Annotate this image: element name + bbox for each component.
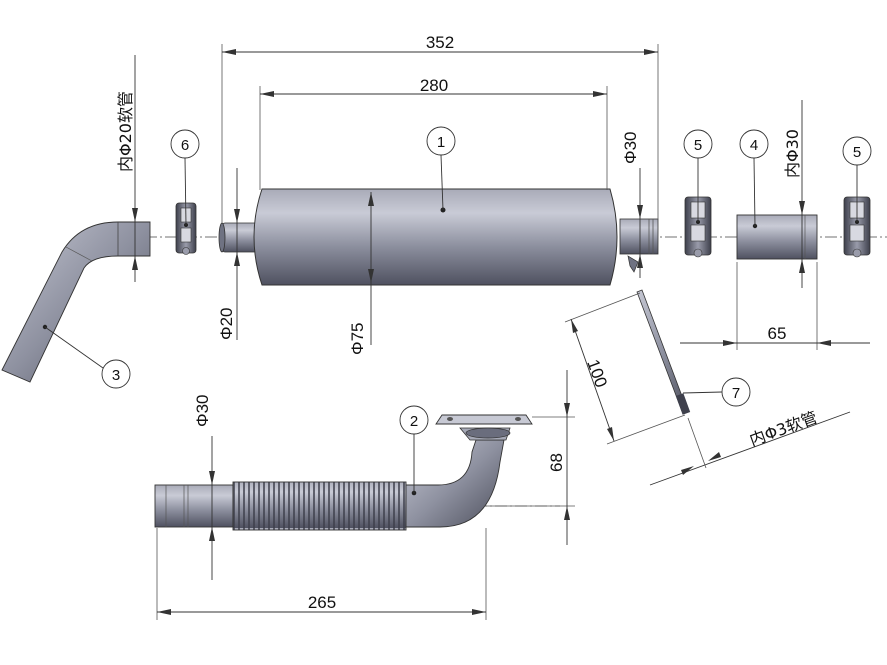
balloon-5-left-label: 5 — [694, 137, 702, 154]
balloon-3: 3 — [44, 326, 131, 389]
balloon-6-label: 6 — [181, 137, 189, 154]
balloon-7: 7 — [682, 377, 751, 407]
part-7-wire — [636, 289, 691, 415]
part-2-exhaust-pipe — [154, 414, 533, 531]
dim-280: 280 — [259, 76, 608, 190]
dim-352-label: 352 — [426, 33, 454, 52]
balloon-7-label: 7 — [732, 385, 740, 402]
balloon-2: 2 — [399, 405, 429, 493]
balloon-5-left: 5 — [683, 129, 713, 222]
balloon-1: 1 — [426, 126, 456, 211]
dim-phi30-pipe-label: Φ30 — [193, 395, 212, 427]
dim-68-label: 68 — [547, 453, 566, 472]
dim-phi75: Φ75 — [348, 192, 374, 355]
dim-265: 265 — [156, 528, 487, 620]
balloon-5-right: 5 — [842, 136, 872, 222]
dim-265-label: 265 — [308, 593, 336, 612]
balloon-6: 6 — [170, 129, 200, 226]
dim-phi30-outlet: Φ30 — [621, 132, 643, 278]
dim-wire-diameter: 内Φ3软管 — [649, 408, 851, 486]
dim-280-label: 280 — [420, 76, 448, 95]
dim-352: 352 — [221, 33, 659, 224]
balloon-1-label: 1 — [437, 134, 445, 151]
dim-phi75-label: Φ75 — [348, 323, 367, 355]
balloon-5-right-label: 5 — [853, 144, 861, 161]
dim-phi30-outlet-label: Φ30 — [621, 132, 640, 164]
dim-65: 65 — [680, 262, 870, 350]
balloon-2-label: 2 — [410, 413, 418, 430]
dim-68: 68 — [485, 370, 575, 545]
dim-65-label: 65 — [768, 324, 787, 343]
dim-phi20: Φ20 — [217, 168, 240, 340]
dim-100-label: 100 — [583, 357, 611, 390]
balloon-4: 4 — [739, 129, 769, 227]
dim-phi20-label: Φ20 — [217, 308, 236, 340]
dim-hose3: 内Φ20软管 — [116, 55, 138, 282]
part-4-straight-hose — [736, 214, 818, 260]
dim-hose4-diameter: 内Φ30 — [783, 100, 805, 288]
balloon-3-label: 3 — [112, 367, 120, 384]
part-1-muffler — [218, 188, 659, 286]
dim-wire-diameter-label: 内Φ3软管 — [747, 408, 820, 450]
balloon-4-label: 4 — [750, 137, 758, 154]
part-3-bent-hose — [1, 221, 151, 383]
dim-hose4-diameter-label: 内Φ30 — [783, 129, 802, 178]
dim-phi30-pipe: Φ30 — [193, 395, 215, 580]
dim-hose3-label: 内Φ20软管 — [116, 91, 135, 172]
